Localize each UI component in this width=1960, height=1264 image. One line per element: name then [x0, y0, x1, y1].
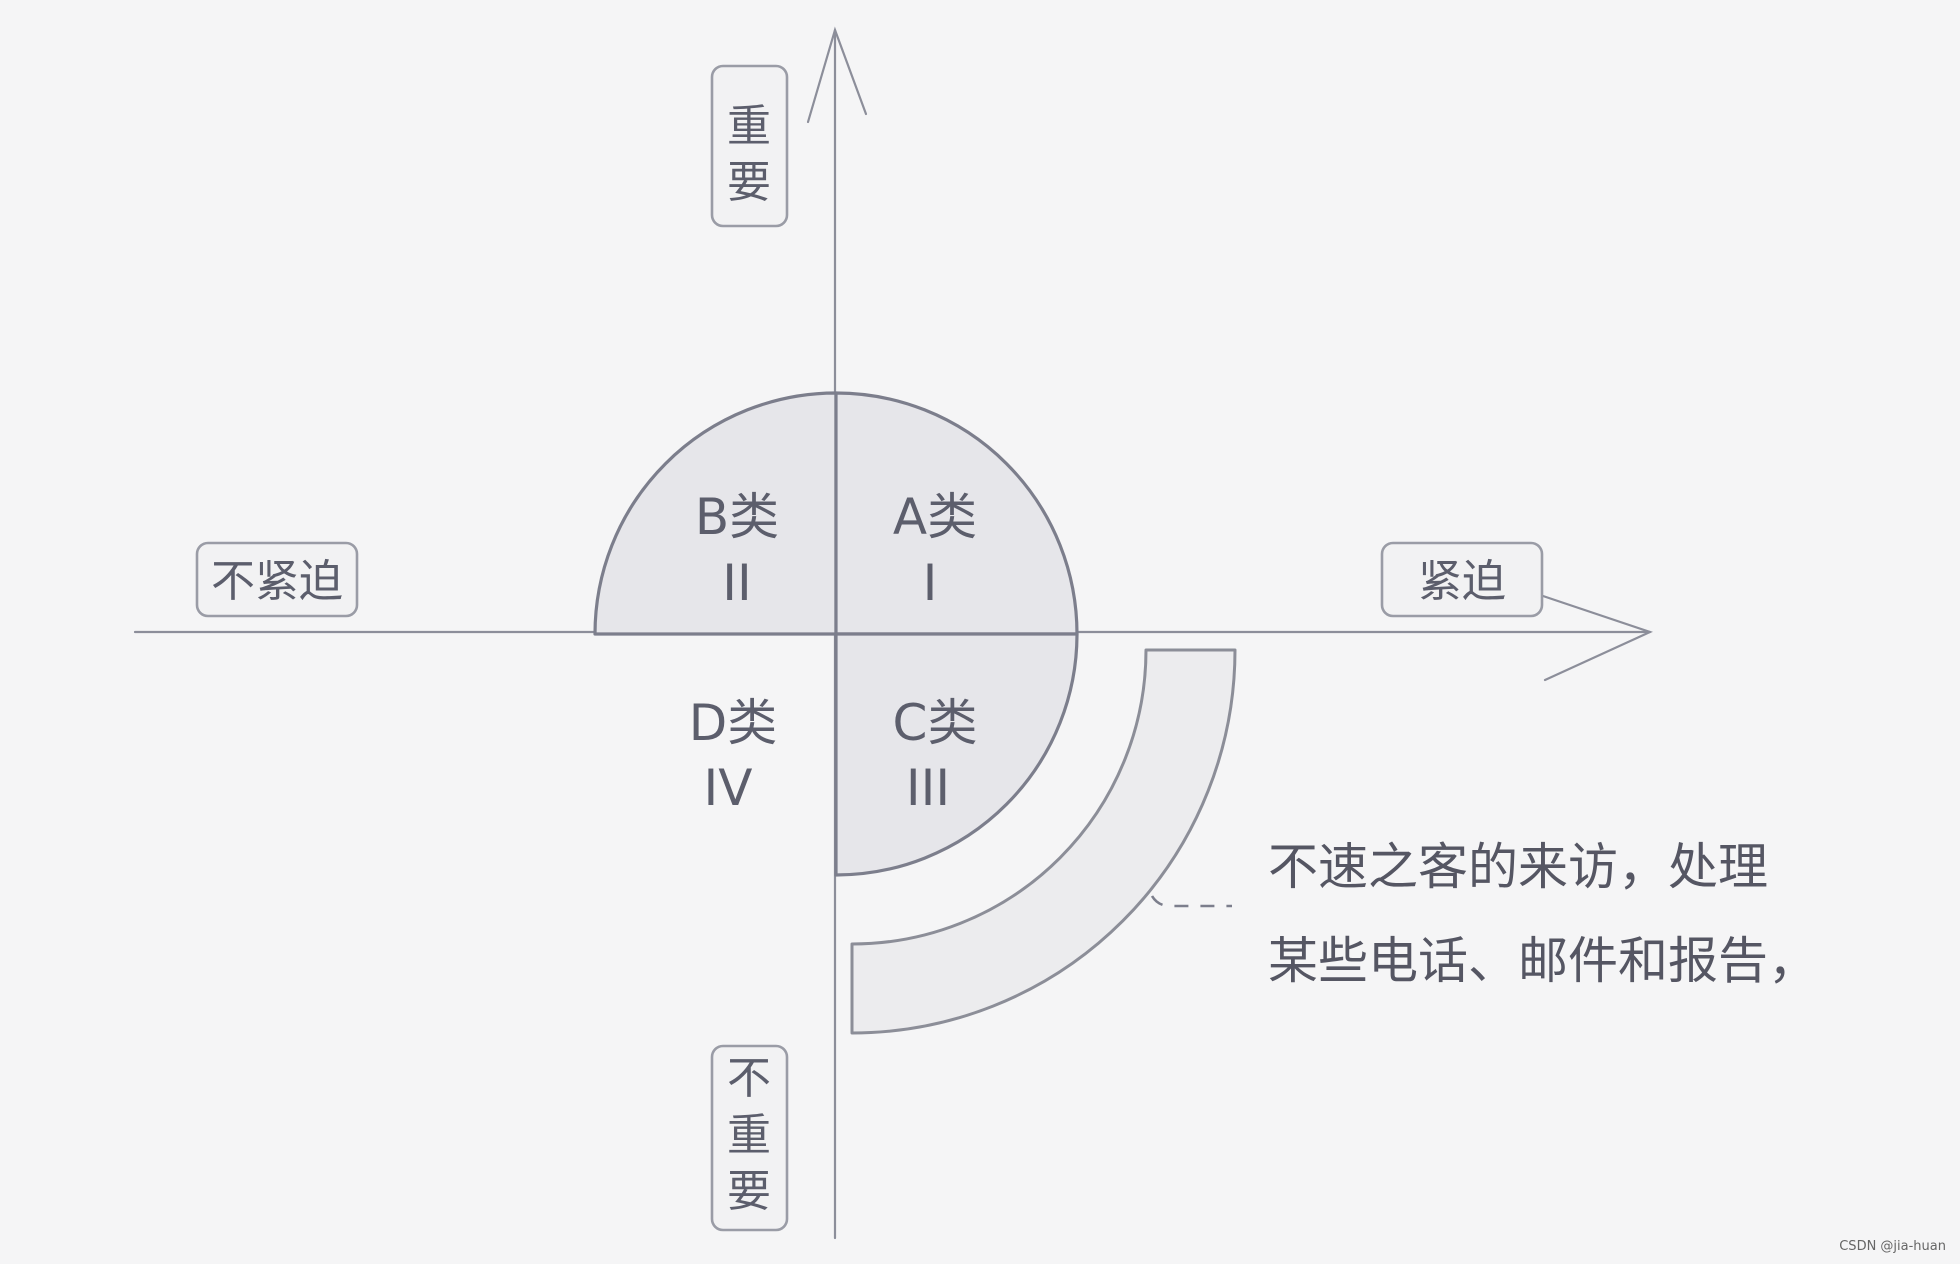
annotation-line-1: 不速之客的来访，处理	[1268, 838, 1768, 896]
leader-line	[1150, 895, 1232, 908]
quadrant-c-shape	[834, 632, 1079, 877]
left-axis-label: 不紧迫	[195, 541, 359, 618]
svg-text:要: 要	[727, 1166, 771, 1217]
svg-text:不紧迫: 不紧迫	[211, 556, 343, 607]
right-arrowhead	[1538, 593, 1653, 682]
top-axis-label: 重 要	[710, 64, 789, 228]
interruption-band	[850, 648, 1237, 1035]
quadrant-a-shape	[834, 391, 1079, 636]
quadrant-c-numeral: III	[906, 759, 950, 817]
bottom-axis-label: 不 重 要	[710, 1044, 789, 1232]
quadrant-b-label: B类	[695, 488, 779, 546]
quadrant-d-numeral: IV	[704, 759, 753, 817]
svg-text:重: 重	[727, 101, 771, 152]
quadrant-a-numeral: I	[923, 554, 938, 612]
svg-text:重: 重	[727, 1110, 771, 1161]
svg-text:不: 不	[727, 1053, 771, 1104]
quadrant-a-label: A类	[893, 488, 977, 546]
top-arrowhead	[806, 26, 868, 124]
quadrant-b-numeral: II	[722, 554, 752, 612]
svg-text:紧迫: 紧迫	[1418, 556, 1506, 607]
right-axis-label: 紧迫	[1380, 541, 1544, 618]
quadrant-d-label: D类	[689, 694, 778, 752]
watermark: CSDN @jia-huan	[1839, 1239, 1946, 1254]
quadrant-c-label: C类	[893, 694, 978, 752]
svg-text:要: 要	[727, 157, 771, 208]
annotation-line-2: 某些电话、邮件和报告，	[1268, 932, 1818, 990]
quadrant-b-shape	[593, 391, 838, 636]
